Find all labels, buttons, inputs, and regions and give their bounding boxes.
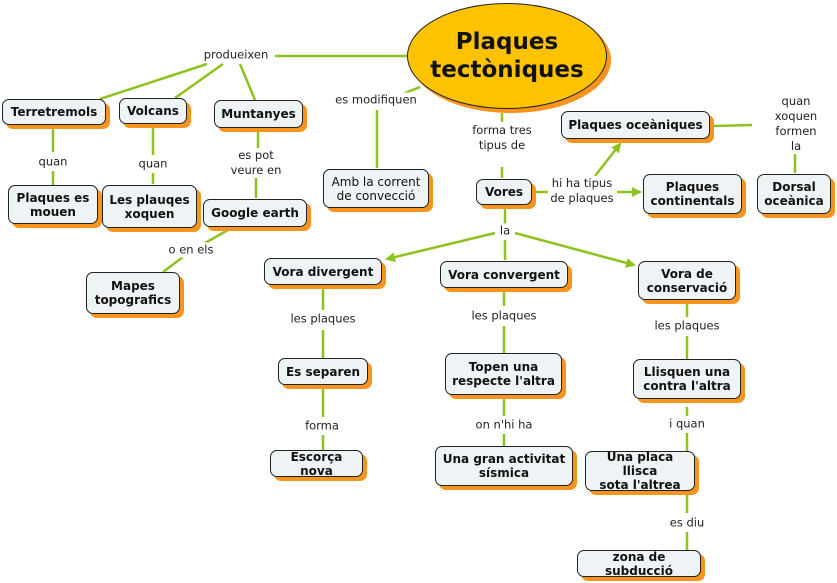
link-es-modifiquen: es modifiquen <box>333 92 419 108</box>
link-es-diu: es diu <box>667 515 707 531</box>
node-dorsal-oceanica[interactable]: Dorsal oceànica <box>757 174 831 214</box>
node-zona-subduccio[interactable]: zona de subducció <box>577 550 701 578</box>
main-topic-plaques-tectoniques[interactable]: Plaques tectòniques <box>407 3 607 109</box>
link-forma-tres-tipus-de: forma tres tipus de <box>470 123 534 153</box>
node-vora-divergent[interactable]: Vora divergent <box>264 258 382 285</box>
line-oenels-mapes <box>162 256 184 273</box>
node-google-earth[interactable]: Google earth <box>203 199 307 227</box>
node-es-separen[interactable]: Es separen <box>278 358 368 385</box>
node-plaques-oceaniques[interactable]: Plaques oceàniques <box>561 111 710 139</box>
link-les-plaques-1: les plaques <box>288 311 358 327</box>
node-volcans[interactable]: Volcans <box>119 98 187 124</box>
link-i-quan: i quan <box>667 416 707 432</box>
link-quan-1: quan <box>36 154 70 170</box>
node-topen-una[interactable]: Topen una respecte l'altra <box>445 353 562 395</box>
line-hiha-oceaniques <box>594 142 622 177</box>
link-la: la <box>497 223 513 239</box>
node-mapes-topografics[interactable]: Mapes topografics <box>86 272 180 314</box>
node-vora-de-conservacio[interactable]: Vora de conservació <box>638 261 736 300</box>
node-vores[interactable]: Vores <box>476 179 532 205</box>
link-o-en-els: o en els <box>166 242 216 258</box>
node-llisquen-una[interactable]: Llisquen una contra l'altra <box>633 359 741 399</box>
link-hi-ha-tipus-de-plaques: hi ha tipus de plaques <box>548 176 616 206</box>
line-la-divergent <box>385 231 496 262</box>
line-la-conservacio <box>514 231 636 268</box>
link-quan-xoquen-formen-la: quan xoquen formen la <box>772 94 820 154</box>
node-terretremols[interactable]: Terretremols <box>2 99 106 125</box>
node-escorca-nova[interactable]: Escorça nova <box>270 450 363 478</box>
link-es-pot-veure-en: es pot veure en <box>228 148 284 178</box>
node-una-placa-llisca[interactable]: Una placa llisca sota l'altrea <box>585 450 695 492</box>
link-produeixen: produeixen <box>201 47 271 63</box>
link-les-plaques-3: les plaques <box>652 318 722 334</box>
link-quan-2: quan <box>136 156 170 172</box>
line-produeixen-muntanyes <box>238 63 257 101</box>
line-oceaniques-quanxoquen <box>712 123 753 128</box>
node-gran-activitat[interactable]: Una gran activitat sísmica <box>435 446 573 486</box>
node-amb-la-corrent[interactable]: Amb la corrent de convecció <box>323 169 429 208</box>
node-plaques-continentals[interactable]: Plaques continentals <box>643 174 742 214</box>
line-produeixen-volcans <box>174 62 224 100</box>
link-forma: forma <box>303 418 341 434</box>
line-google-oenels <box>204 228 229 245</box>
node-muntanyes[interactable]: Muntanyes <box>214 100 303 128</box>
node-vora-convergent[interactable]: Vora convergent <box>440 261 568 288</box>
node-les-plauqes-xoquen[interactable]: Les plauqes xoquen <box>102 185 197 228</box>
line-produeixen-terretremols <box>99 62 208 101</box>
link-on-nhi-ha: on n'hi ha <box>473 417 535 433</box>
node-plaques-es-mouen[interactable]: Plaques es mouen <box>8 185 98 224</box>
link-les-plaques-2: les plaques <box>469 308 539 324</box>
